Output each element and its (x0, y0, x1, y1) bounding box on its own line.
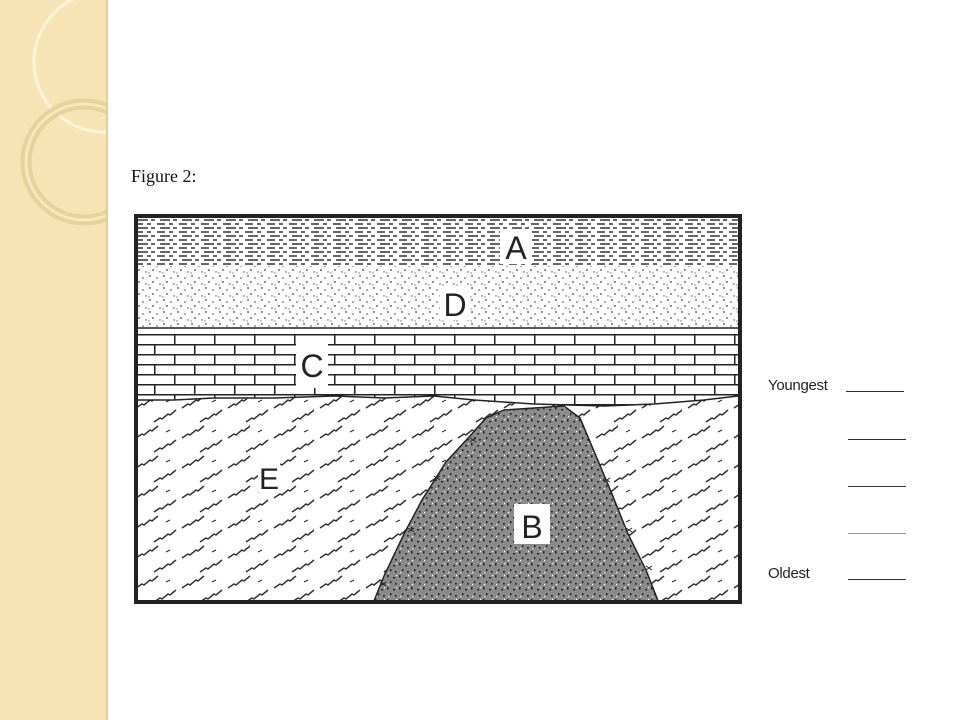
answer-blank-1[interactable] (846, 391, 904, 392)
label-e: E (259, 463, 279, 496)
key-row-2 (768, 424, 918, 444)
decorative-sidebar (0, 0, 108, 720)
youngest-label: Youngest (768, 377, 828, 394)
answer-blank-4[interactable] (848, 533, 906, 534)
layer-c (138, 334, 738, 406)
key-row-youngest: Youngest (768, 376, 918, 396)
diagram-border (134, 214, 742, 604)
label-c: C (300, 348, 323, 384)
layer-d (138, 266, 738, 328)
oldest-label: Oldest (768, 565, 810, 582)
answer-blank-5[interactable] (848, 579, 906, 580)
answer-blank-2[interactable] (848, 439, 906, 440)
layer-a (138, 218, 738, 266)
contact-marks (379, 437, 653, 587)
rock-layer-diagram: A D C E B (134, 214, 742, 611)
layer-b-intrusion (373, 405, 659, 600)
key-row-3 (768, 471, 918, 491)
key-row-4 (768, 518, 918, 538)
decorative-rings (20, 0, 106, 226)
label-d: D (443, 287, 466, 323)
key-row-oldest: Oldest (768, 564, 918, 584)
figure-title: Figure 2: (131, 166, 197, 186)
age-order-key: Youngest Oldest (768, 376, 918, 596)
answer-blank-3[interactable] (848, 486, 906, 487)
label-b: B (521, 509, 542, 545)
label-a: A (505, 230, 527, 266)
